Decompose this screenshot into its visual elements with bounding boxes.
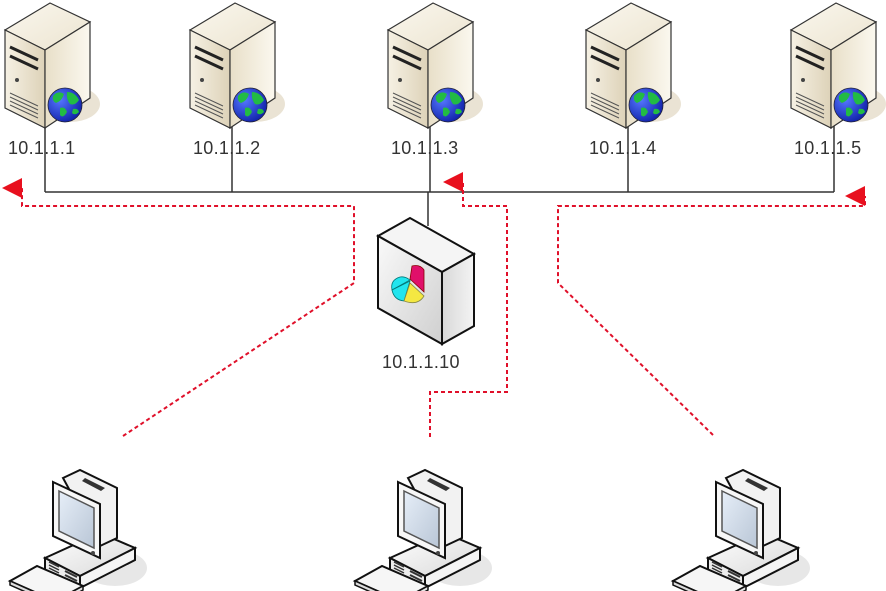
flow-c2-to-s3 <box>429 172 508 437</box>
server-label-s3: 10.1.1.3 <box>391 138 459 158</box>
server-s5[interactable] <box>789 1 886 130</box>
server-label-s4: 10.1.1.4 <box>589 138 657 158</box>
load-balancer-label: 10.1.1.10 <box>382 352 460 372</box>
pie-chart-icon <box>391 265 425 304</box>
workstation-c3[interactable] <box>672 469 811 591</box>
load-balancer[interactable] <box>375 216 477 346</box>
network-bus <box>44 125 835 226</box>
flow-c1-to-s1 <box>2 178 355 437</box>
server-s1[interactable] <box>3 1 102 130</box>
server-s2[interactable] <box>188 1 287 130</box>
server-s4[interactable] <box>584 1 683 130</box>
flow-c3-to-s5 <box>557 186 866 436</box>
workstation-c1[interactable] <box>9 469 148 591</box>
server-label-s1: 10.1.1.1 <box>8 138 76 158</box>
server-s3[interactable] <box>386 1 485 130</box>
server-label-s2: 10.1.1.2 <box>193 138 261 158</box>
workstation-c2[interactable] <box>354 469 493 591</box>
load-balancer-side <box>441 252 475 346</box>
server-label-s5: 10.1.1.5 <box>794 138 862 158</box>
